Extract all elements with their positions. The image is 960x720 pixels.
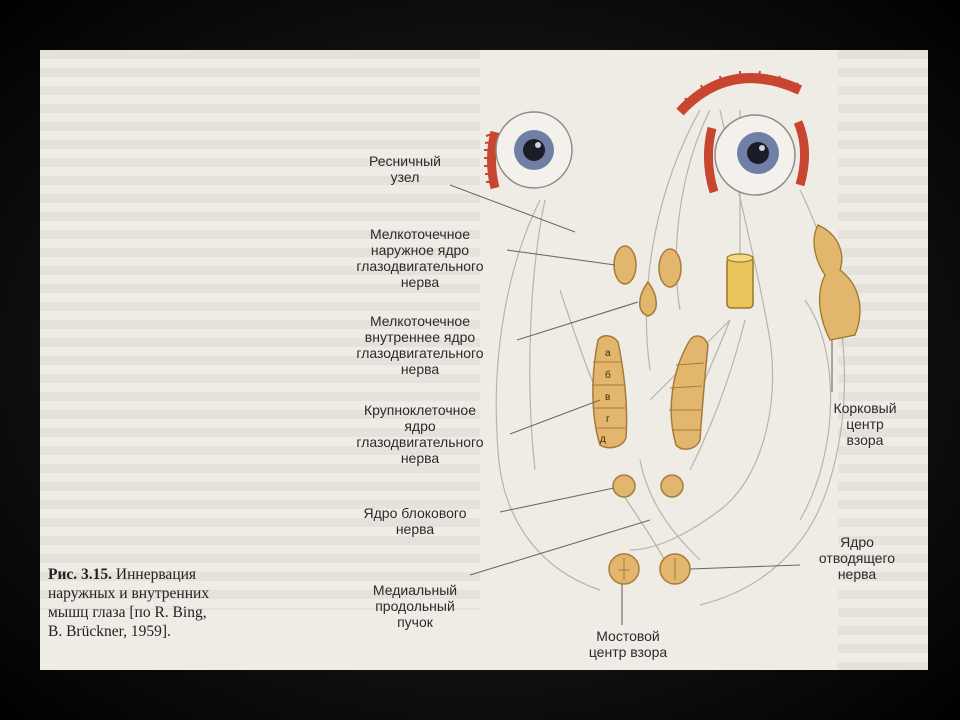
subnucleus-letter: в <box>605 392 610 403</box>
book-page: а б в г д <box>40 50 928 670</box>
caption-text: Иннервация наружных и внутренних мышц гл… <box>48 566 210 640</box>
caption-number: Рис. 3.15. <box>48 566 113 583</box>
small-cell-outer-nucleus-left <box>613 245 637 285</box>
innervation-diagram: а б в г д <box>449 70 861 625</box>
label-large-cell-nucleus: Крупноклеточное ядро глазодвигательного … <box>356 402 484 466</box>
trochlear-nucleus-left <box>612 474 636 498</box>
large-cell-nucleus-right <box>669 335 709 450</box>
trochlear-nucleus-right <box>660 474 684 498</box>
large-cell-nucleus-left <box>592 335 628 449</box>
small-cell-inner-nucleus <box>639 280 657 317</box>
left-eye <box>484 111 573 190</box>
bleed-through-text-left <box>40 50 480 610</box>
subnucleus-letter: а <box>605 348 611 359</box>
label-pontine-gaze-center: Мостовой центр взора <box>588 628 668 660</box>
cortical-gaze-center-shape <box>813 224 861 341</box>
right-eye <box>676 70 810 196</box>
ciliary-ganglion-shape <box>726 253 754 309</box>
small-cell-outer-nucleus-right <box>658 248 682 288</box>
label-ciliary-ganglion: Ресничный узел <box>369 153 441 185</box>
bleed-through-text-right <box>838 50 928 670</box>
label-cortical-gaze-center: Корковый центр взора <box>833 400 897 448</box>
label-trochlear-nucleus: Ядро блокового нерва <box>363 505 467 537</box>
label-small-cell-outer-nucleus: Мелкоточечное наружное ядро глазодвигате… <box>356 226 484 290</box>
figure-caption: Рис. 3.15. Иннервация наружных и внутрен… <box>48 565 328 641</box>
leader-lines <box>449 184 833 625</box>
subnucleus-letter: д <box>600 434 606 445</box>
label-abducens-nucleus: Ядро отводящего нерва <box>818 534 896 582</box>
label-small-cell-inner-nucleus: Мелкоточечное внутреннее ядро глазодвига… <box>356 313 484 377</box>
label-medial-longitudinal-fasciculus: Медиальный продольный пучок <box>372 582 458 630</box>
subnucleus-letter: г <box>606 414 610 425</box>
subnucleus-letter: б <box>605 369 611 381</box>
